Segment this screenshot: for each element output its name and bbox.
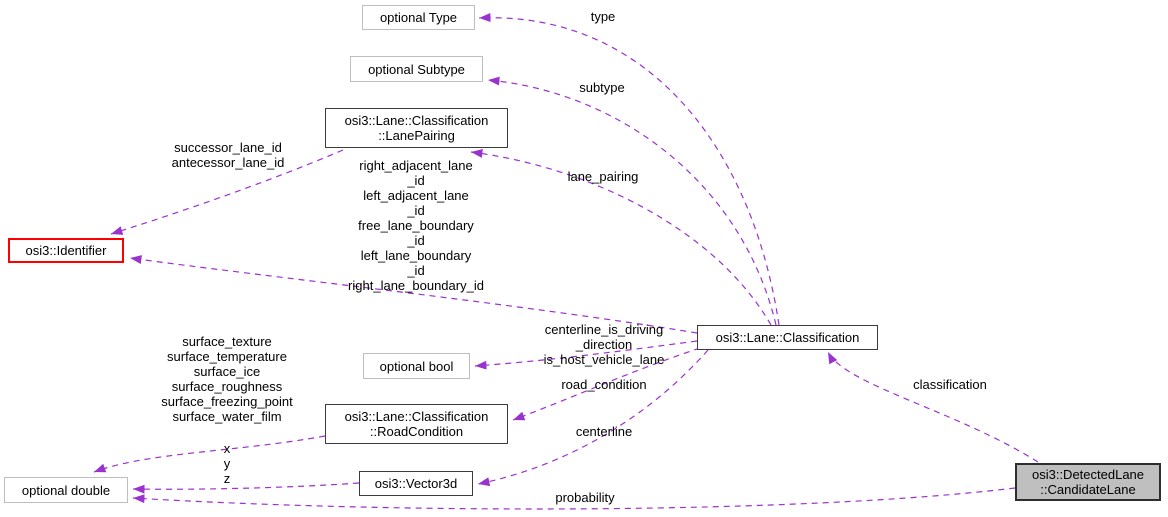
node-classification[interactable]: osi3::Lane::Classification — [697, 325, 878, 350]
edge-label-probability: probability — [555, 490, 615, 505]
edge-centerline — [477, 349, 709, 487]
edge-lane-pairing — [470, 149, 772, 326]
edge-adjacent-boundary-ids — [129, 255, 698, 334]
edge-classification — [827, 351, 1039, 463]
edge-xyz — [132, 482, 360, 494]
edge-surface-fields — [93, 435, 326, 473]
edge-label-surface-fields: surface_texture surface_temperature surf… — [161, 334, 293, 424]
edge-type — [478, 13, 780, 326]
edge-label-driving-direction-host-lane: centerline_is_driving _direction is_host… — [543, 322, 665, 367]
edge-label-successor-antecessor: successor_lane_id antecessor_lane_id — [171, 140, 285, 170]
edge-label-road-condition: road_condition — [561, 377, 647, 392]
node-optional-bool: optional bool — [363, 353, 470, 379]
node-road-condition[interactable]: osi3::Lane::Classification ::RoadConditi… — [325, 404, 508, 444]
edge-label-xyz: x y z — [223, 441, 231, 486]
node-optional-double: optional double — [4, 477, 128, 503]
node-lane-pairing[interactable]: osi3::Lane::Classification ::LanePairing — [325, 108, 508, 148]
edge-host-vehicle-bool — [474, 340, 698, 370]
edge-probability — [132, 487, 1016, 510]
edge-label-type: type — [590, 9, 616, 24]
edge-label-adjacent-boundary-ids: right_adjacent_lane _id left_adjacent_la… — [348, 158, 484, 293]
node-optional-subtype: optional Subtype — [350, 56, 483, 82]
edge-label-subtype: subtype — [579, 80, 625, 95]
edge-subtype — [487, 76, 777, 326]
edge-label-classification: classification — [913, 377, 987, 392]
edge-road-condition — [512, 347, 701, 421]
edge-label-centerline: centerline — [575, 424, 633, 439]
node-vector3d[interactable]: osi3::Vector3d — [359, 471, 473, 496]
node-identifier[interactable]: osi3::Identifier — [8, 238, 124, 263]
edge-label-lane-pairing: lane_pairing — [567, 169, 639, 184]
node-candidate-lane: osi3::DetectedLane ::CandidateLane — [1015, 463, 1161, 501]
node-optional-type: optional Type — [362, 5, 475, 30]
